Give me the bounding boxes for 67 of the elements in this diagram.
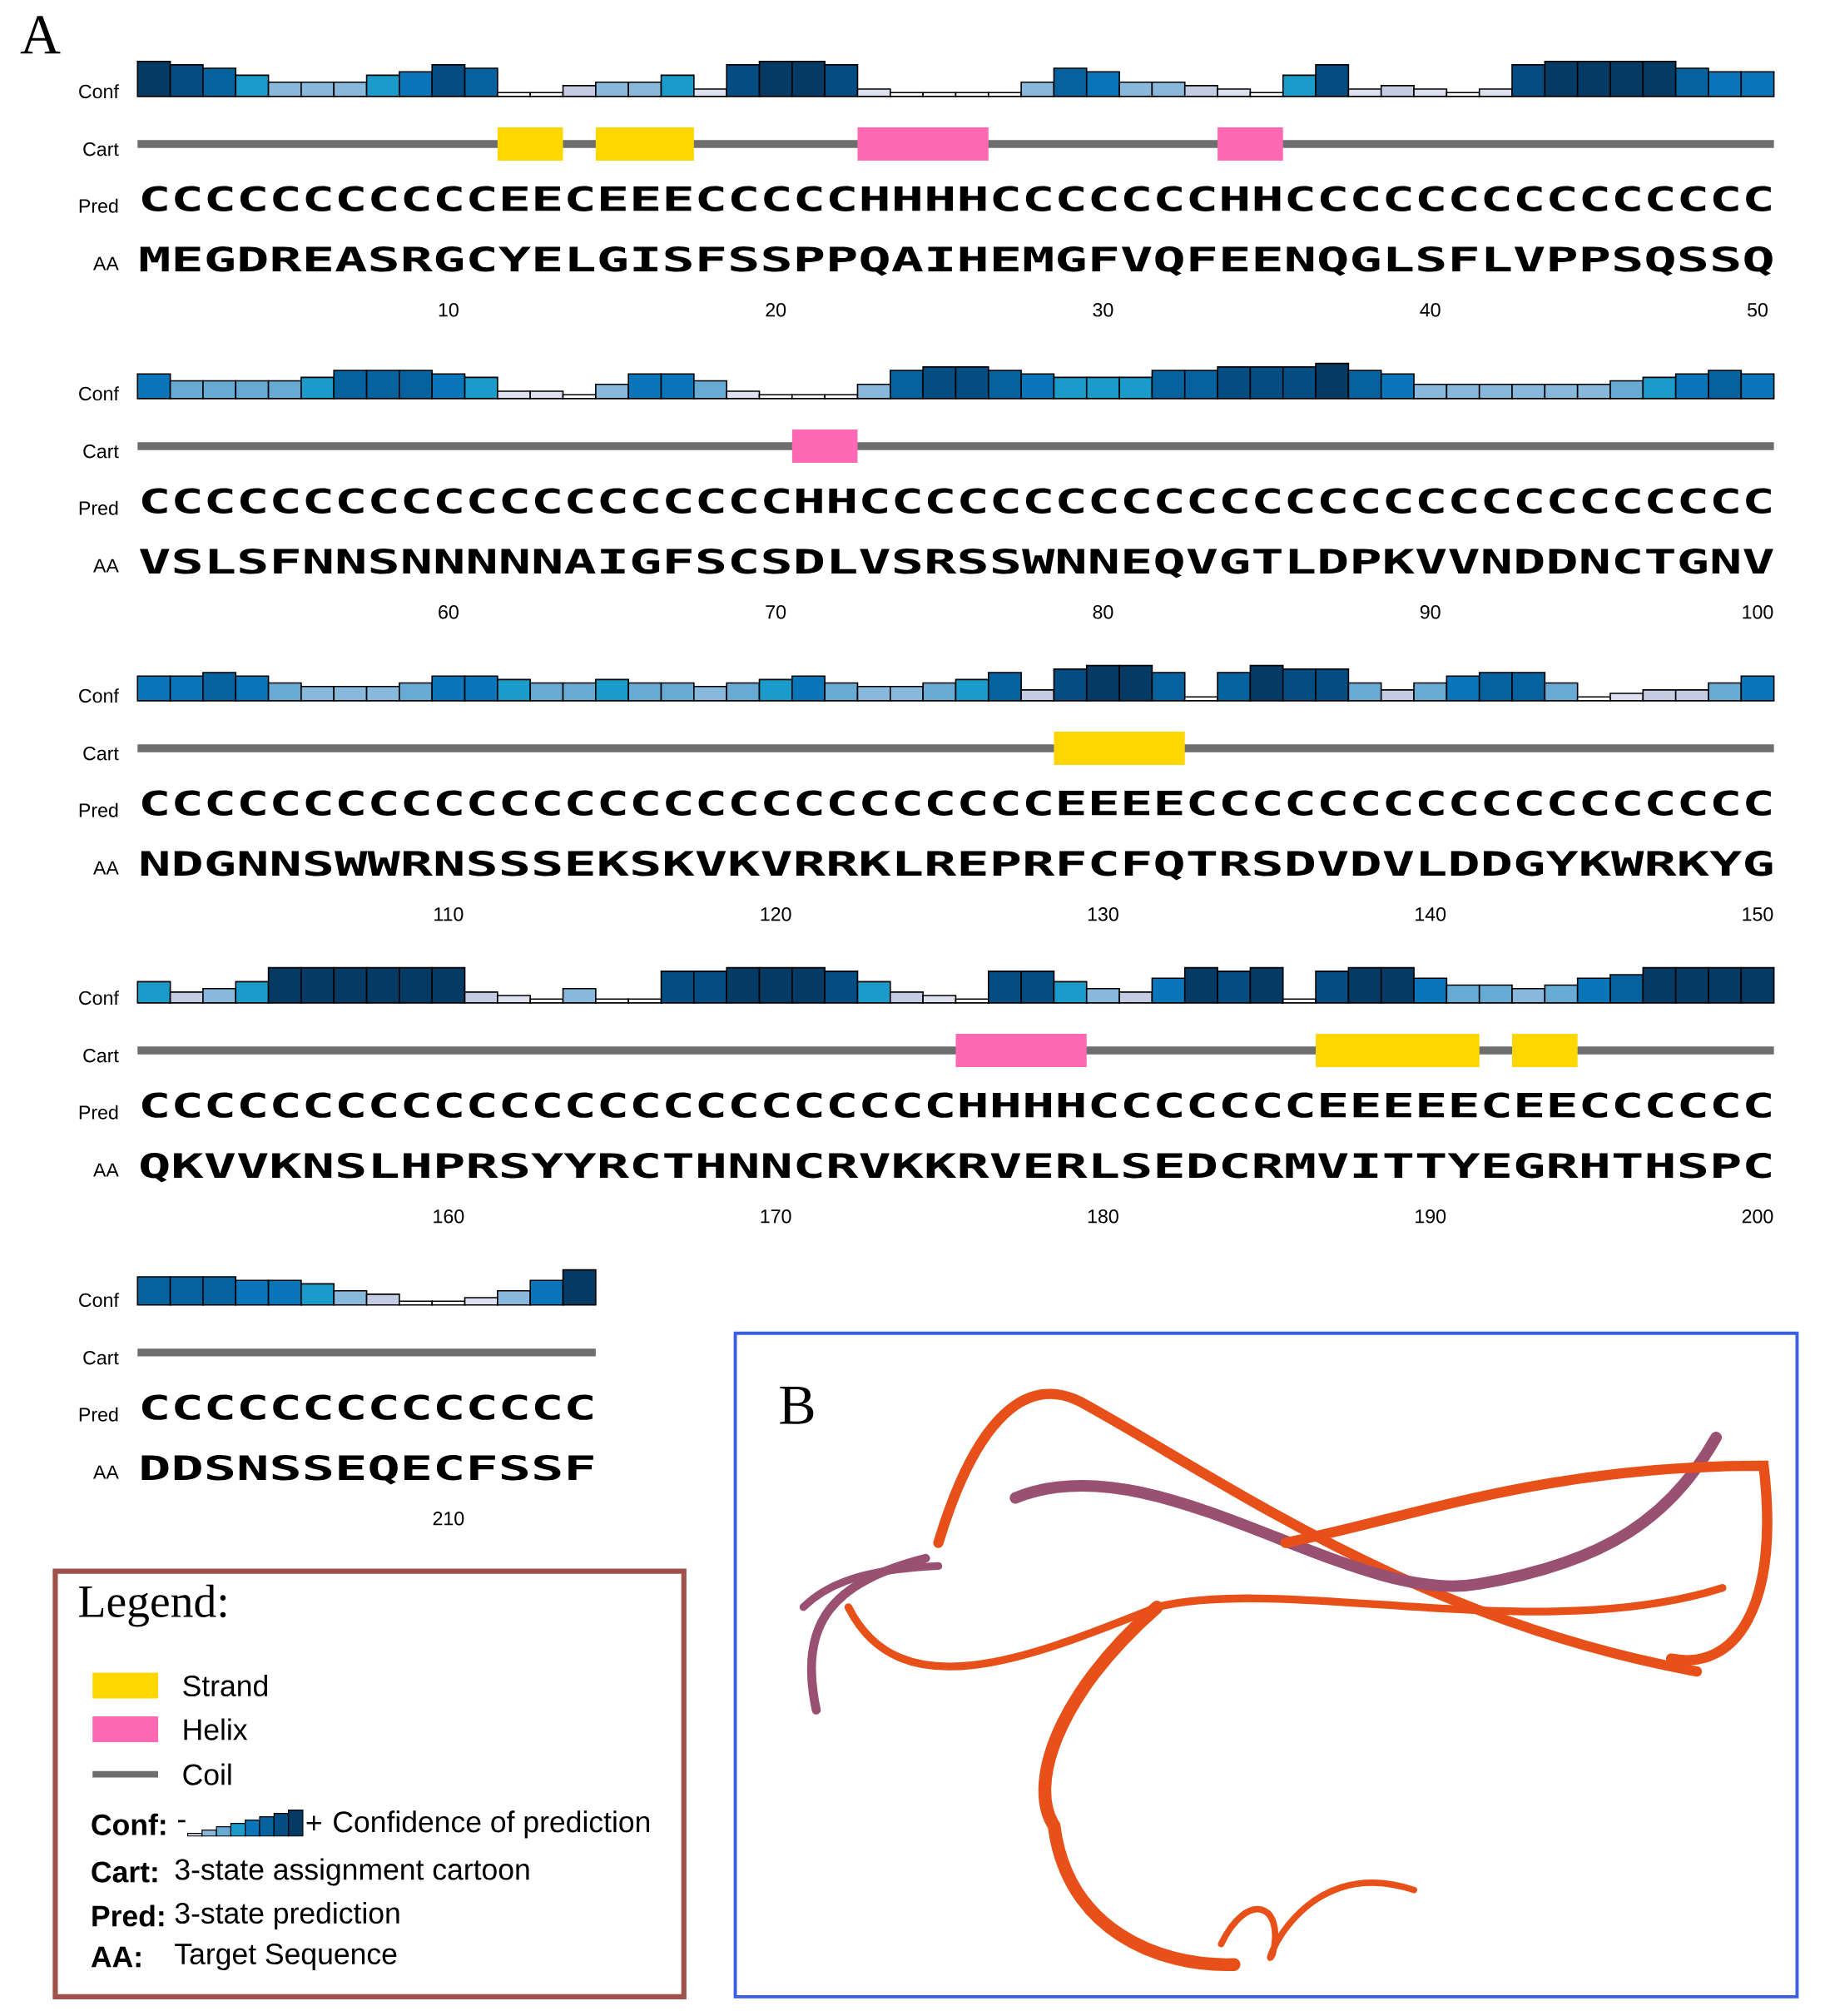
legend-text: Target Sequence [174,1943,397,1971]
position-number: 200 [1742,1209,1773,1224]
position-number: 50 [1747,303,1768,317]
position-number: 160 [434,1209,464,1224]
position-number: 110 [434,907,464,921]
minus-sign: - [177,1820,186,1823]
track-label: Cart [83,1048,119,1063]
legend-key: Pred: [92,1904,164,1927]
legend-text: Coil [183,1763,231,1785]
legend-key: Conf: [92,1813,166,1835]
track-label: Pred [79,1407,118,1422]
track-label: Cart [83,142,119,156]
track-label: Pred [79,1105,118,1120]
prediction-sequence: CCCCCCCCCCCEECEEECCCCCHHHHCCCCCCCHHCCCCCCCCCCCCCCC [141,186,1771,211]
legend-text: Helix [184,1718,247,1740]
legend-text: 3-state prediction [175,1902,399,1930]
position-number: 120 [761,907,791,921]
track-label: AA [92,559,119,573]
prediction-sequence: CCCCCCCCCCCCCCCCCCCCHHCCCCCCCCCCCCCCCCCCCCCCCCCCCC [141,488,1771,514]
track-label: Pred [79,802,118,817]
track-label: Conf [78,84,119,99]
prediction-sequence: CCCCCCCCCCCCCCCCCCCCCCCCCHHHHCCCCCCCEEEEECEECCCCCC [141,1092,1771,1118]
track-label: Conf [78,688,119,703]
track-label: Cart [83,746,119,761]
position-number: 190 [1415,1209,1446,1224]
position-number: 180 [1088,1209,1118,1224]
amino-acid-sequence: NDGNNSWWRNSSSEKSKVKVRRKLREPRFCFQTRSDVDVLDDGYKWRKYG [141,851,1773,881]
amino-acid-sequence: MEGDREASRGCYELGISFSSPPQAIHEMGFVQFEENQGLSFLVPPSQSSQ [140,246,1773,276]
plus-sign: + [306,1815,321,1830]
amino-acid-sequence: QKVVKNSLHPRSYYRCTHNNCRVKKRVERLSEDCRMVITTYEGRHTHSPC [140,1153,1771,1183]
position-number: 170 [761,1209,791,1224]
track-label: AA [92,256,119,271]
track-label: Cart [83,444,119,459]
panel-letter: A [20,16,61,54]
legend-text: Strand [183,1675,267,1697]
position-number: 30 [1093,303,1113,317]
position-number: 70 [766,605,786,619]
track-label: Conf [78,1293,119,1308]
position-number: 150 [1743,907,1773,921]
legend-text: 3-state assignment cartoon [175,1858,529,1886]
legend-text: Confidence of prediction [333,1810,649,1839]
track-label: Conf [78,386,119,401]
prediction-sequence: CCCCCCCCCCCCCC [141,1394,593,1420]
panel-letter: B [780,1386,814,1424]
position-number: 60 [439,605,459,619]
amino-acid-sequence: VSLSFNNSNNNNNAIGFSCSDLVSRSSWNNEQVGTLDPKVVNDDNCTGNV [139,549,1773,578]
position-number: 80 [1093,605,1113,619]
track-label: AA [92,1465,119,1479]
position-number: 40 [1420,303,1441,317]
position-number: 140 [1415,907,1446,921]
position-number: 130 [1088,907,1118,921]
track-label: Pred [79,500,118,515]
position-number: 100 [1743,605,1773,619]
prediction-sequence: CCCCCCCCCCCCCCCCCCCCCCCCCCCCEEEECCCCCCCCCCCCCCCCCC [141,790,1771,816]
track-label: AA [92,861,119,875]
position-number: 90 [1420,605,1441,619]
position-number: 10 [439,303,459,317]
track-label: Pred [79,198,118,213]
legend-title: Legend: [78,1584,226,1627]
legend-key: AA: [91,1946,141,1968]
amino-acid-sequence: DDSNSSEQECFSSF [141,1455,593,1485]
track-label: AA [92,1163,119,1177]
position-number: 210 [433,1512,464,1526]
track-label: Cart [83,1350,119,1365]
track-label: Conf [78,991,119,1006]
position-number: 20 [766,303,786,317]
legend-key: Cart: [92,1861,157,1883]
